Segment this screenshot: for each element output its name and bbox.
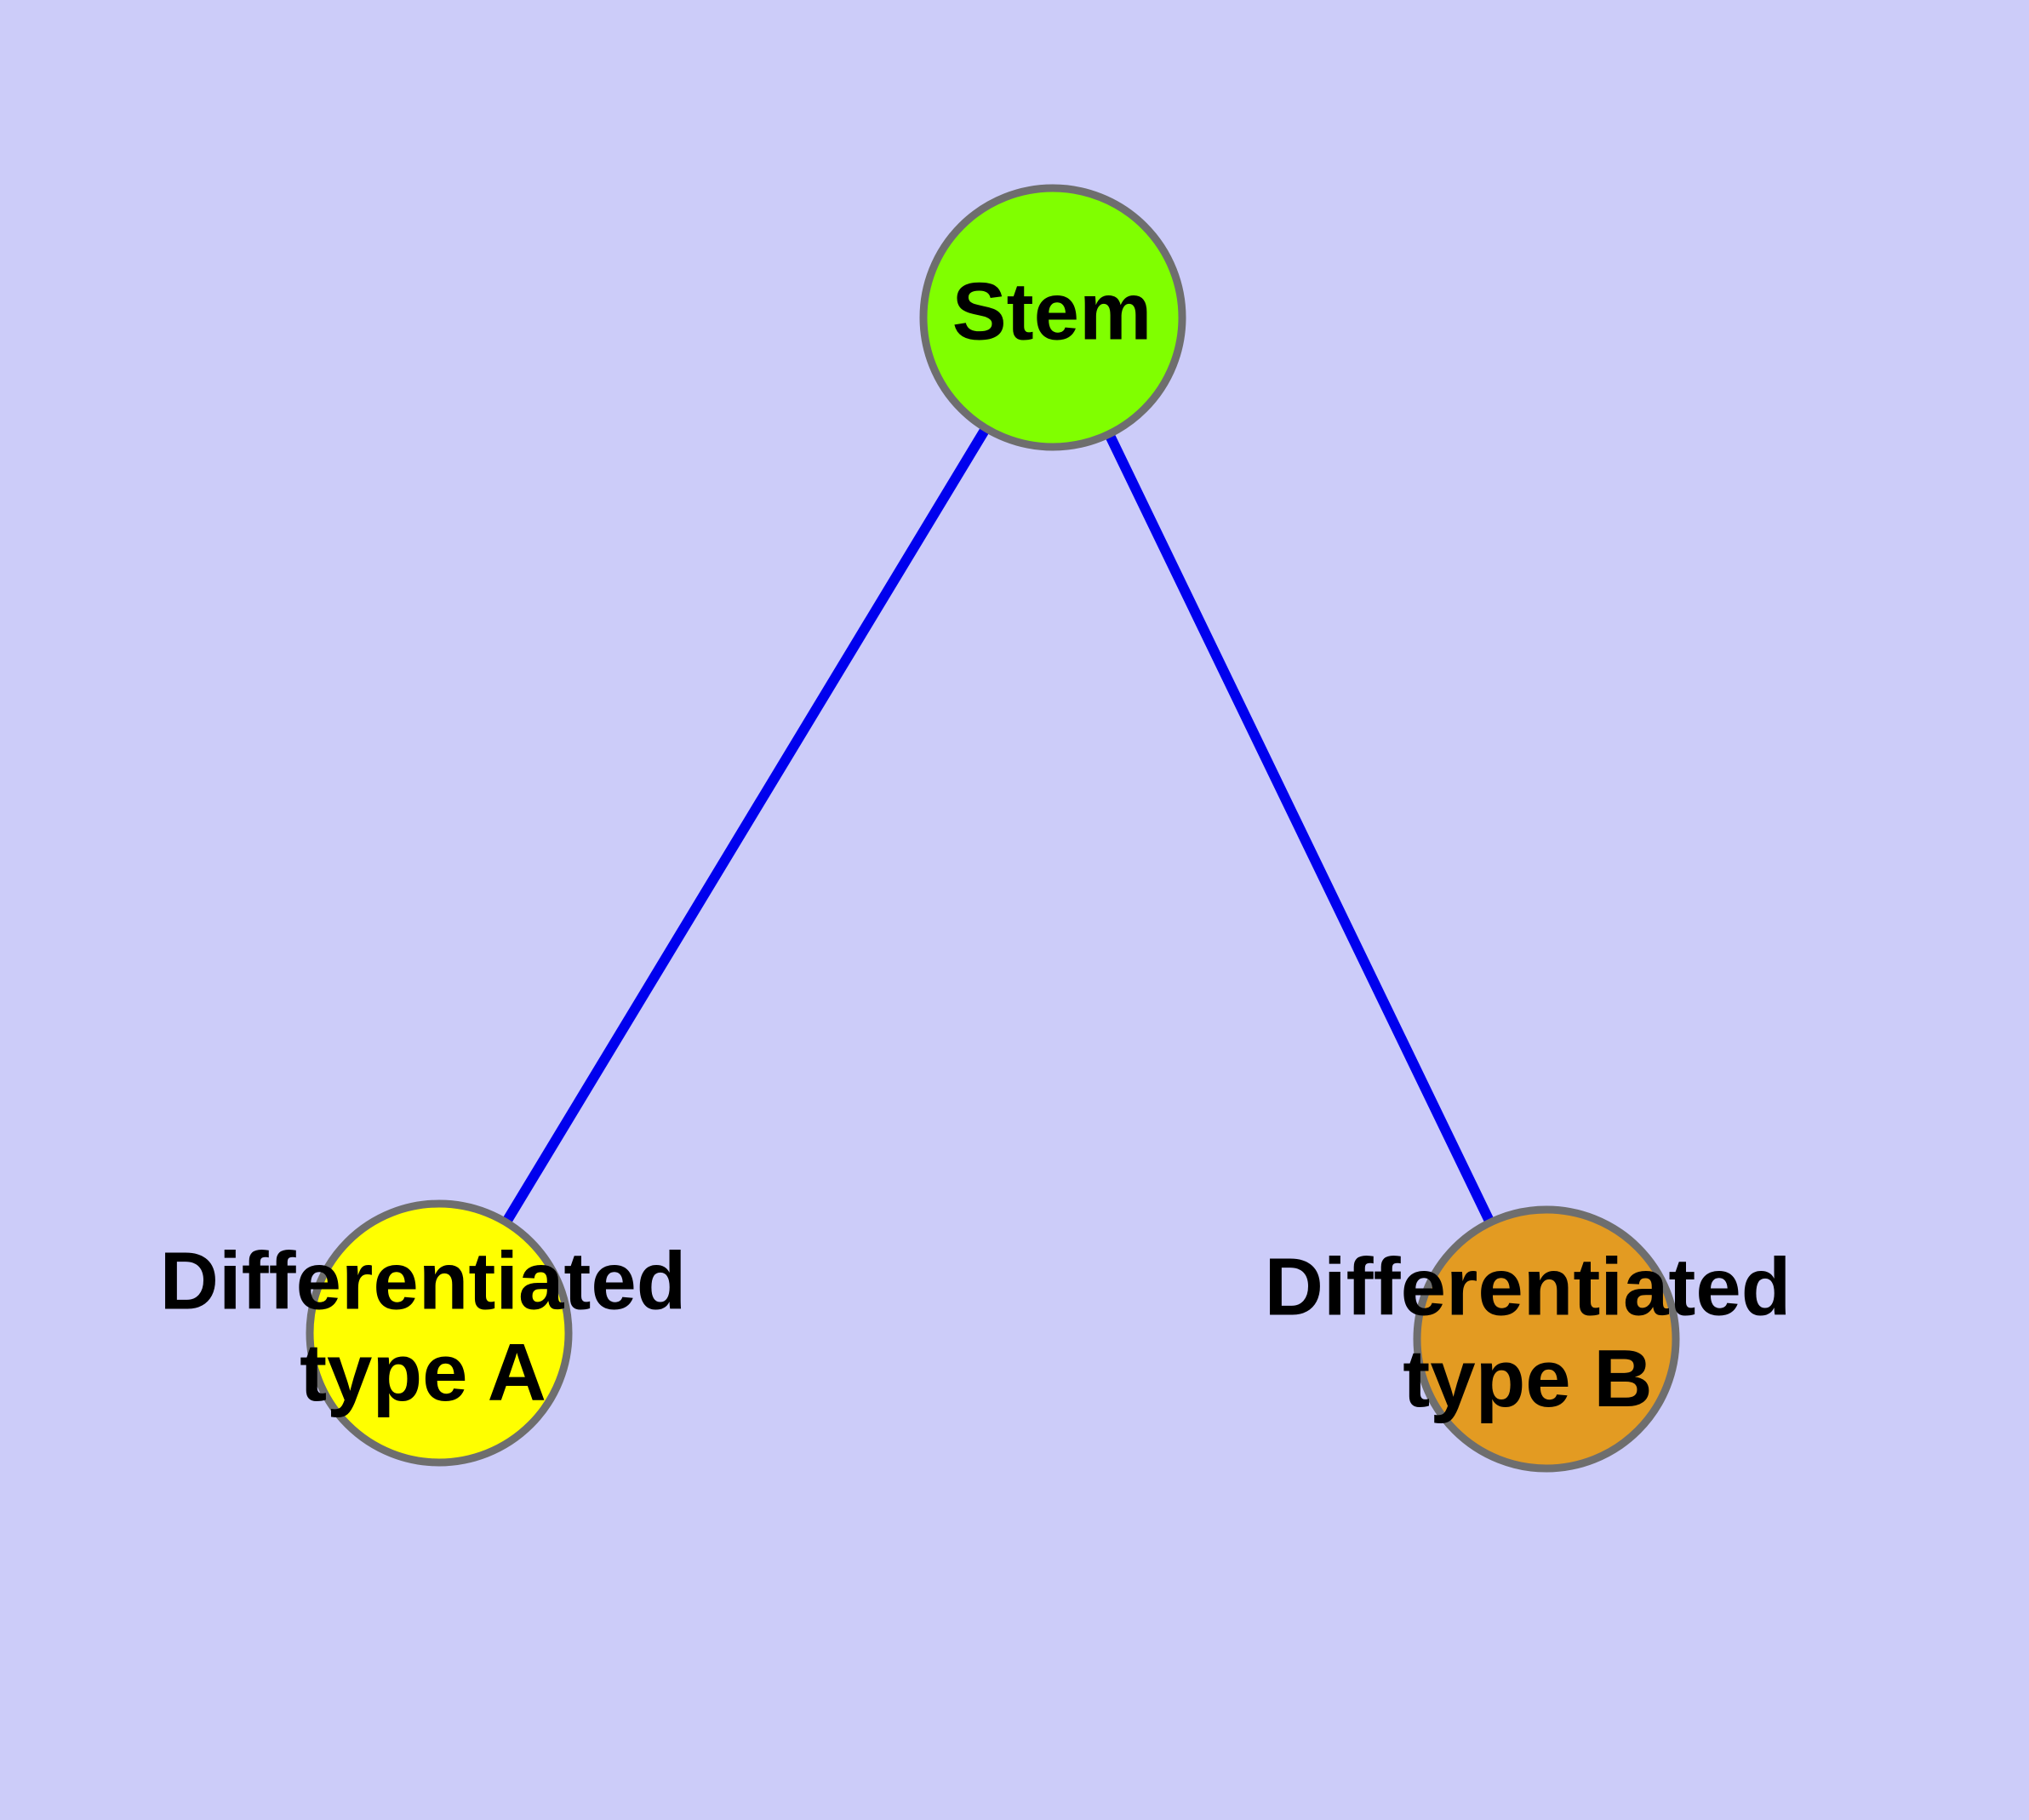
node-stem-label-line1: Stem xyxy=(952,266,1152,357)
node-differentiated-type-a-label-line2: type A xyxy=(300,1327,546,1418)
edge-stem-to-differentiated-a[interactable] xyxy=(434,314,1058,1336)
node-differentiated-type-b[interactable]: Differentiated type B xyxy=(1265,1205,1792,1473)
node-differentiated-type-b-label-line2: type B xyxy=(1403,1333,1652,1424)
node-stem[interactable]: Stem xyxy=(919,184,1186,451)
node-differentiated-type-a-label-line1: Differentiated xyxy=(160,1236,687,1327)
node-differentiated-type-b-circle[interactable] xyxy=(1413,1205,1680,1473)
node-stem-circle[interactable] xyxy=(919,184,1186,451)
node-differentiated-type-a[interactable]: Differentiated type A xyxy=(160,1199,687,1467)
node-differentiated-type-a-circle[interactable] xyxy=(306,1199,573,1467)
edge-stem-to-differentiated-b[interactable] xyxy=(1048,315,1552,1342)
nodes-layer: Stem Differentiated type A Differentiate… xyxy=(160,184,1792,1473)
node-differentiated-type-b-label-line1: Differentiated xyxy=(1265,1242,1792,1333)
edges-layer xyxy=(434,314,1552,1342)
